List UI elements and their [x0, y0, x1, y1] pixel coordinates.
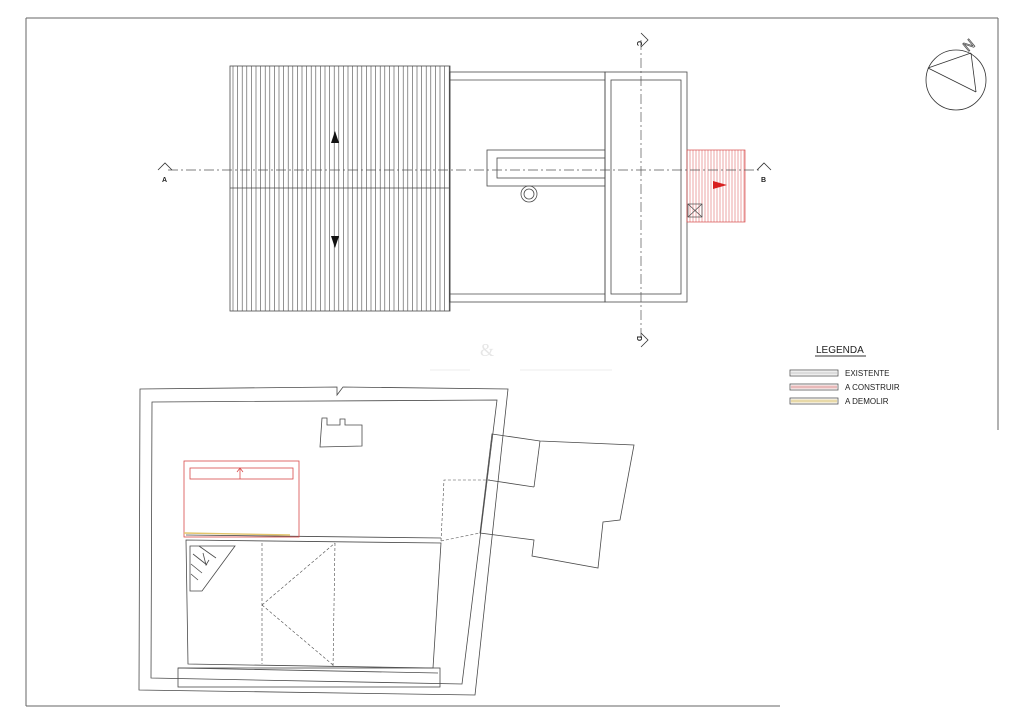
section-label-a: A — [162, 177, 167, 184]
chimney — [319, 417, 363, 448]
legend-title: LEGENDA — [816, 345, 864, 356]
demolish-line — [183, 532, 291, 536]
sheet-frame — [25, 17, 999, 707]
tower-volume — [604, 71, 688, 303]
watermark: & — [480, 340, 494, 360]
north-label: N — [960, 36, 978, 55]
drain-circle — [520, 185, 538, 203]
skylight — [486, 149, 606, 187]
inner-wall — [150, 399, 498, 685]
north-arrow — [925, 49, 987, 111]
section-label-b: B — [761, 177, 766, 184]
slope-arrow-up — [331, 131, 339, 143]
legend: LEGENDA EXISTENTE A CONSTRUIR A DEMOLIR — [789, 345, 900, 406]
small-box-cross — [687, 203, 703, 218]
new-room — [183, 460, 300, 538]
section-label-d: D — [635, 336, 642, 341]
floor-plan — [138, 386, 635, 696]
section-markers — [157, 32, 772, 348]
outer-wall — [138, 386, 509, 696]
legend-label-demolir: A DEMOLIR — [845, 397, 889, 406]
section-label-c: C — [635, 41, 642, 46]
stair — [189, 545, 236, 592]
annex — [479, 433, 635, 569]
direction-arrow-red — [713, 181, 727, 189]
terrace-outer — [449, 71, 606, 303]
slope-arrow-down — [331, 236, 339, 248]
legend-label-construir: A CONSTRUIR — [845, 383, 900, 392]
roof-plan — [229, 65, 688, 312]
section-lines — [168, 40, 760, 340]
legend-label-existente: EXISTENTE — [845, 369, 889, 378]
roof-ribs — [232, 66, 450, 311]
legend-swatch-existente — [789, 369, 839, 377]
